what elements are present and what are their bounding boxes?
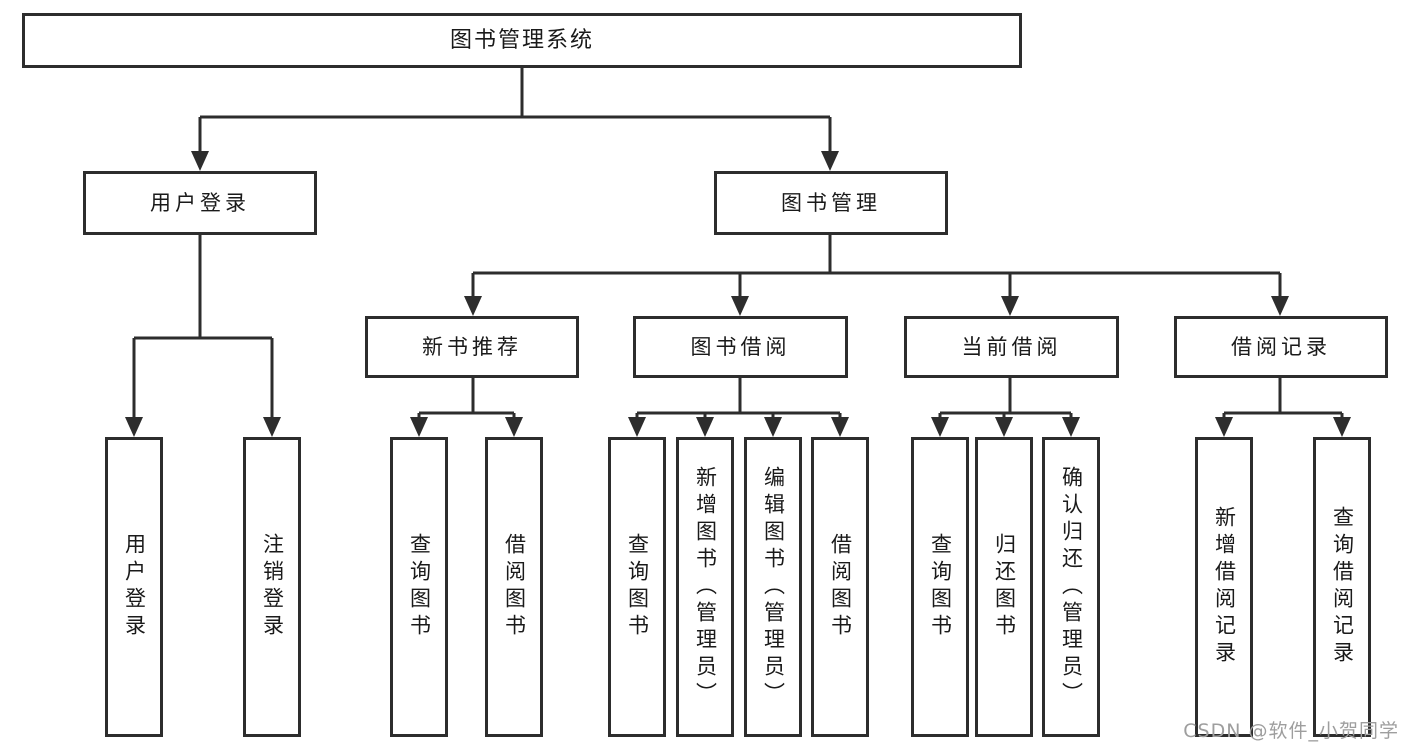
node-root-system: 图书管理系统 bbox=[22, 13, 1022, 68]
leaf-add-borrow-record: 新增借阅记录 bbox=[1195, 437, 1253, 737]
leaf-add-books-admin: 新增图书（管理员） bbox=[676, 437, 734, 737]
node-borrow-records: 借阅记录 bbox=[1174, 316, 1388, 378]
leaf-query-books-current: 查询图书 bbox=[911, 437, 969, 737]
node-current-borrow: 当前借阅 bbox=[904, 316, 1119, 378]
node-book-management: 图书管理 bbox=[714, 171, 948, 235]
leaf-logout: 注销登录 bbox=[243, 437, 301, 737]
leaf-user-login: 用户登录 bbox=[105, 437, 163, 737]
node-new-book-recommend: 新书推荐 bbox=[365, 316, 579, 378]
node-book-borrow: 图书借阅 bbox=[633, 316, 848, 378]
node-user-login: 用户登录 bbox=[83, 171, 317, 235]
csdn-watermark: CSDN @软件_小贺同学 bbox=[1183, 720, 1399, 742]
leaf-query-books-recommend: 查询图书 bbox=[390, 437, 448, 737]
leaf-query-borrow-record: 查询借阅记录 bbox=[1313, 437, 1371, 737]
leaf-edit-books-admin: 编辑图书（管理员） bbox=[744, 437, 802, 737]
leaf-query-books-borrow: 查询图书 bbox=[608, 437, 666, 737]
leaf-confirm-return-admin: 确认归还（管理员） bbox=[1042, 437, 1100, 737]
arrowheads bbox=[125, 151, 1351, 437]
leaf-return-books: 归还图书 bbox=[975, 437, 1033, 737]
leaf-borrow-books-recommend: 借阅图书 bbox=[485, 437, 543, 737]
leaf-borrow-books: 借阅图书 bbox=[811, 437, 869, 737]
